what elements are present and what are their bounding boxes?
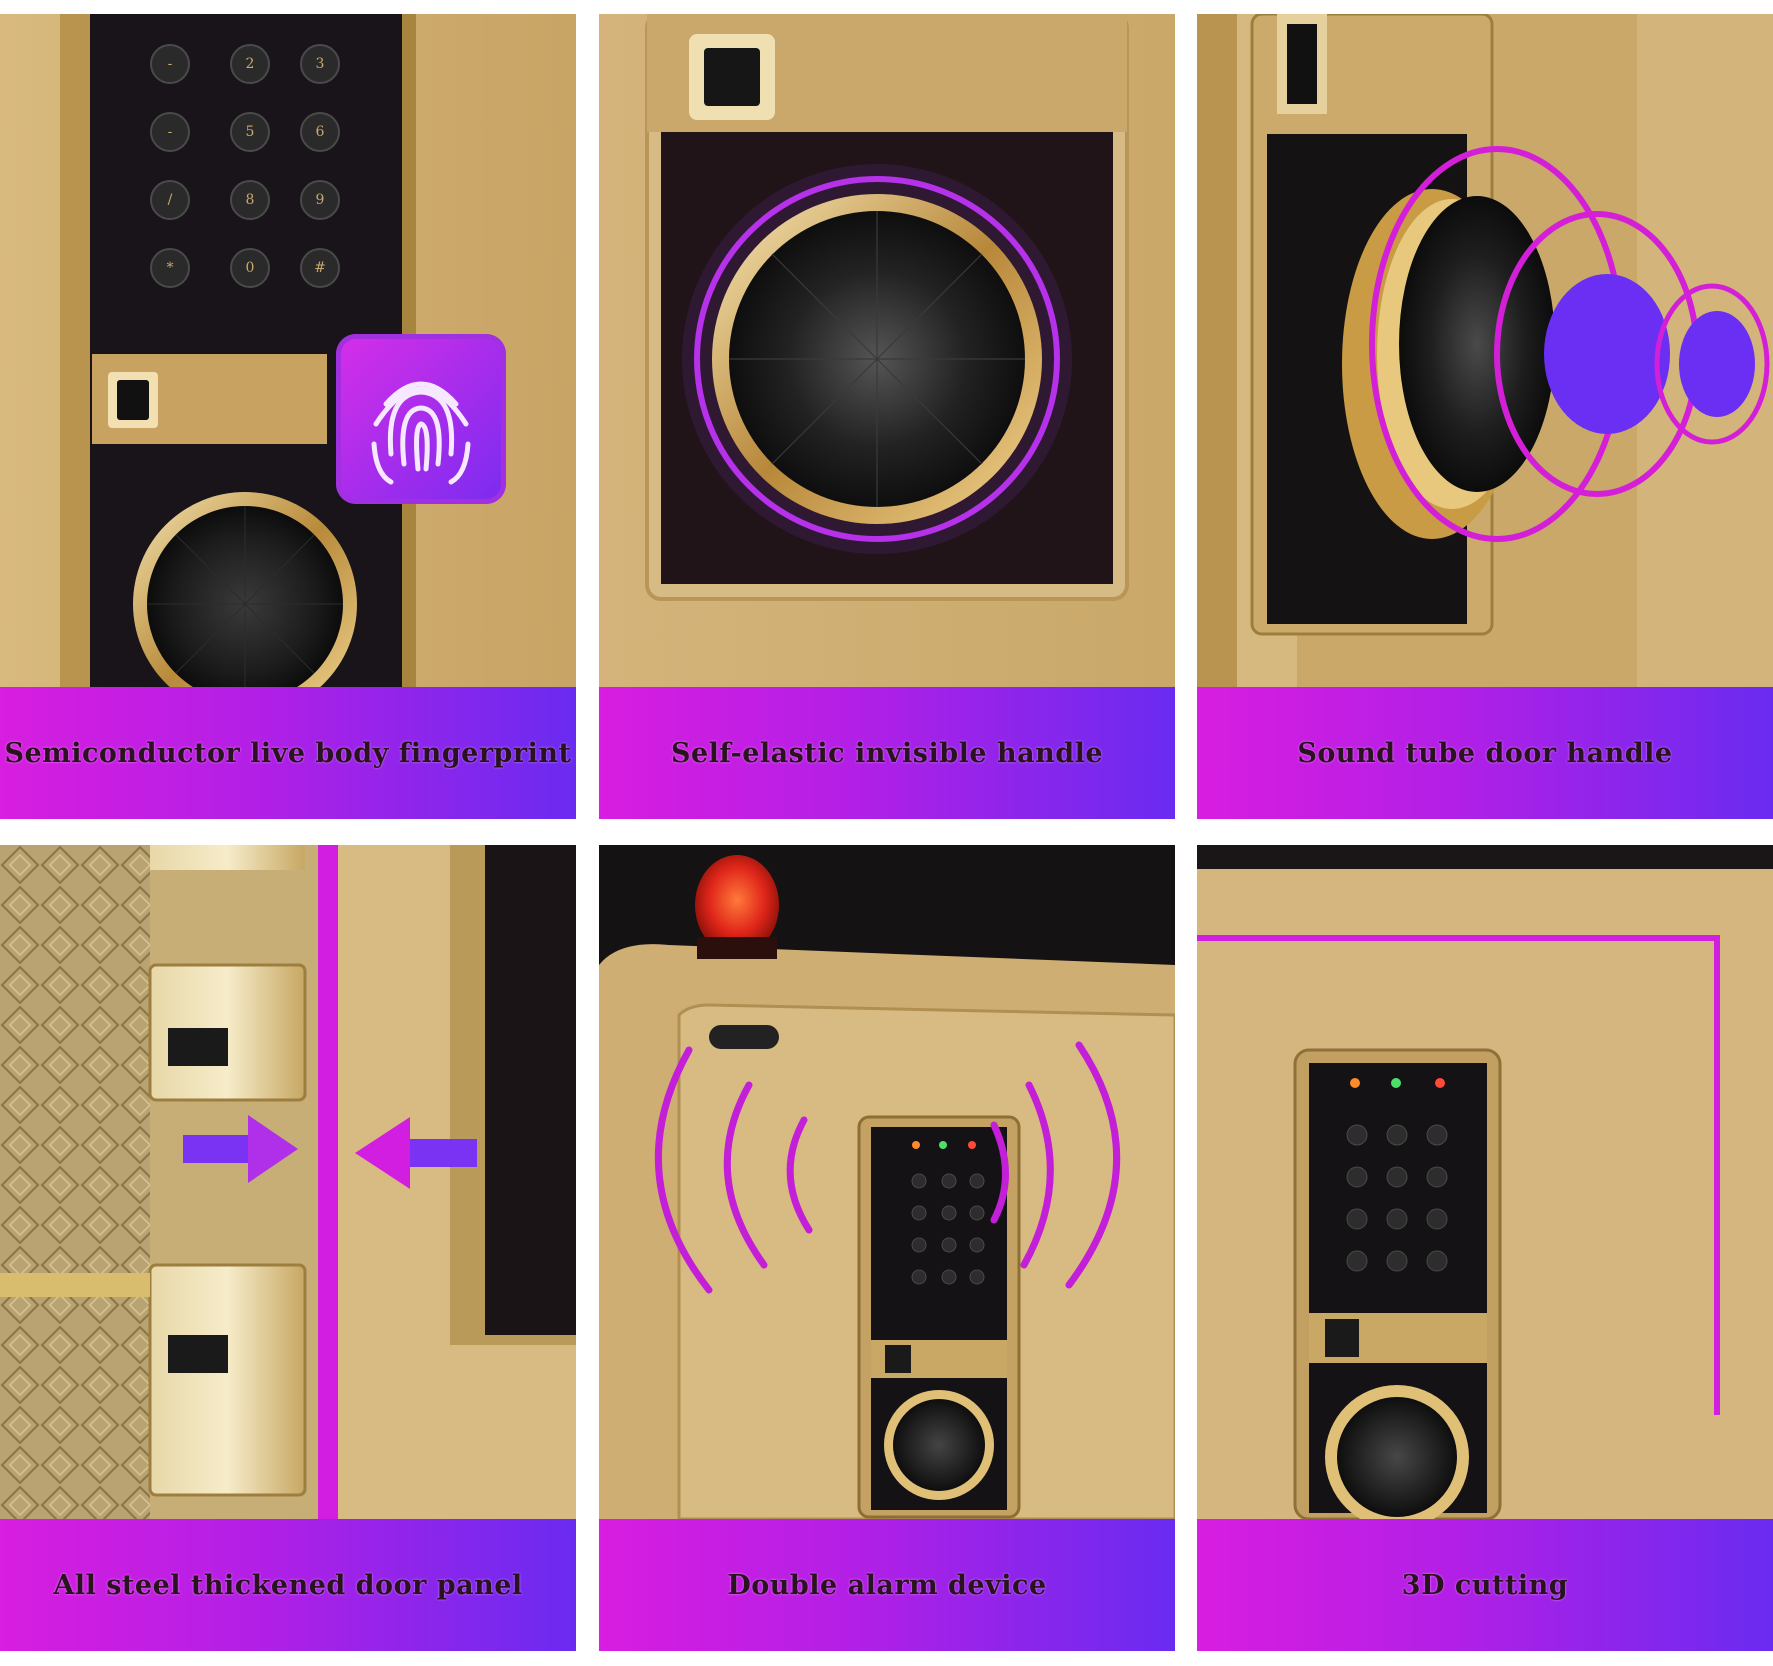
keypad-key[interactable]: 3: [300, 44, 340, 84]
panel-alarm: Double alarm device: [599, 845, 1175, 1651]
3d-cutting-photo: [1197, 845, 1773, 1519]
keypad: - - / * 2 5 8 0 3 6 9 #: [150, 44, 390, 324]
alarm-photo: [599, 845, 1175, 1519]
keypad-key[interactable]: 9: [300, 180, 340, 220]
caption: All steel thickened door panel: [53, 1569, 523, 1601]
panel-3d-cutting: 3D cutting: [1197, 845, 1773, 1651]
keypad-key[interactable]: -: [150, 112, 190, 152]
keypad-key[interactable]: 8: [230, 180, 270, 220]
arrow-right-icon: [183, 1115, 298, 1183]
door-panel-photo: [0, 845, 576, 1519]
caption-band: Self-elastic invisible handle: [599, 687, 1175, 819]
keypad-col-1: - - / *: [150, 44, 190, 288]
keypad-key[interactable]: *: [150, 248, 190, 288]
keypad-key[interactable]: 0: [230, 248, 270, 288]
caption: 3D cutting: [1401, 1569, 1569, 1601]
caption: Sound tube door handle: [1297, 737, 1673, 769]
caption: Double alarm device: [727, 1569, 1047, 1601]
keypad-key[interactable]: 5: [230, 112, 270, 152]
sound-tube-photo: [1197, 14, 1773, 687]
caption-band: 3D cutting: [1197, 1519, 1773, 1651]
panel-sound-tube-handle: Sound tube door handle: [1197, 14, 1773, 819]
caption-band: Semiconductor live body fingerprint: [0, 687, 576, 819]
caption-band: Sound tube door handle: [1197, 687, 1773, 819]
panel-door-panel: All steel thickened door panel: [0, 845, 576, 1651]
keypad-key[interactable]: /: [150, 180, 190, 220]
caption-band: All steel thickened door panel: [0, 1519, 576, 1651]
keypad-key[interactable]: #: [300, 248, 340, 288]
keypad-col-2: 2 5 8 0: [230, 44, 270, 288]
fingerprint-photo: - - / * 2 5 8 0 3 6 9 #: [0, 14, 576, 687]
arrow-left-icon: [355, 1117, 477, 1189]
keypad-key[interactable]: 2: [230, 44, 270, 84]
caption-band: Double alarm device: [599, 1519, 1175, 1651]
keypad-key[interactable]: 6: [300, 112, 340, 152]
panel-invisible-handle: Self-elastic invisible handle: [599, 14, 1175, 819]
caption: Self-elastic invisible handle: [670, 737, 1104, 769]
fingerprint-icon: [336, 334, 506, 504]
handle-photo: [599, 14, 1175, 687]
keypad-col-3: 3 6 9 #: [300, 44, 340, 288]
panel-fingerprint: - - / * 2 5 8 0 3 6 9 #: [0, 14, 576, 819]
keypad-key[interactable]: -: [150, 44, 190, 84]
caption: Semiconductor live body fingerprint: [4, 737, 572, 769]
